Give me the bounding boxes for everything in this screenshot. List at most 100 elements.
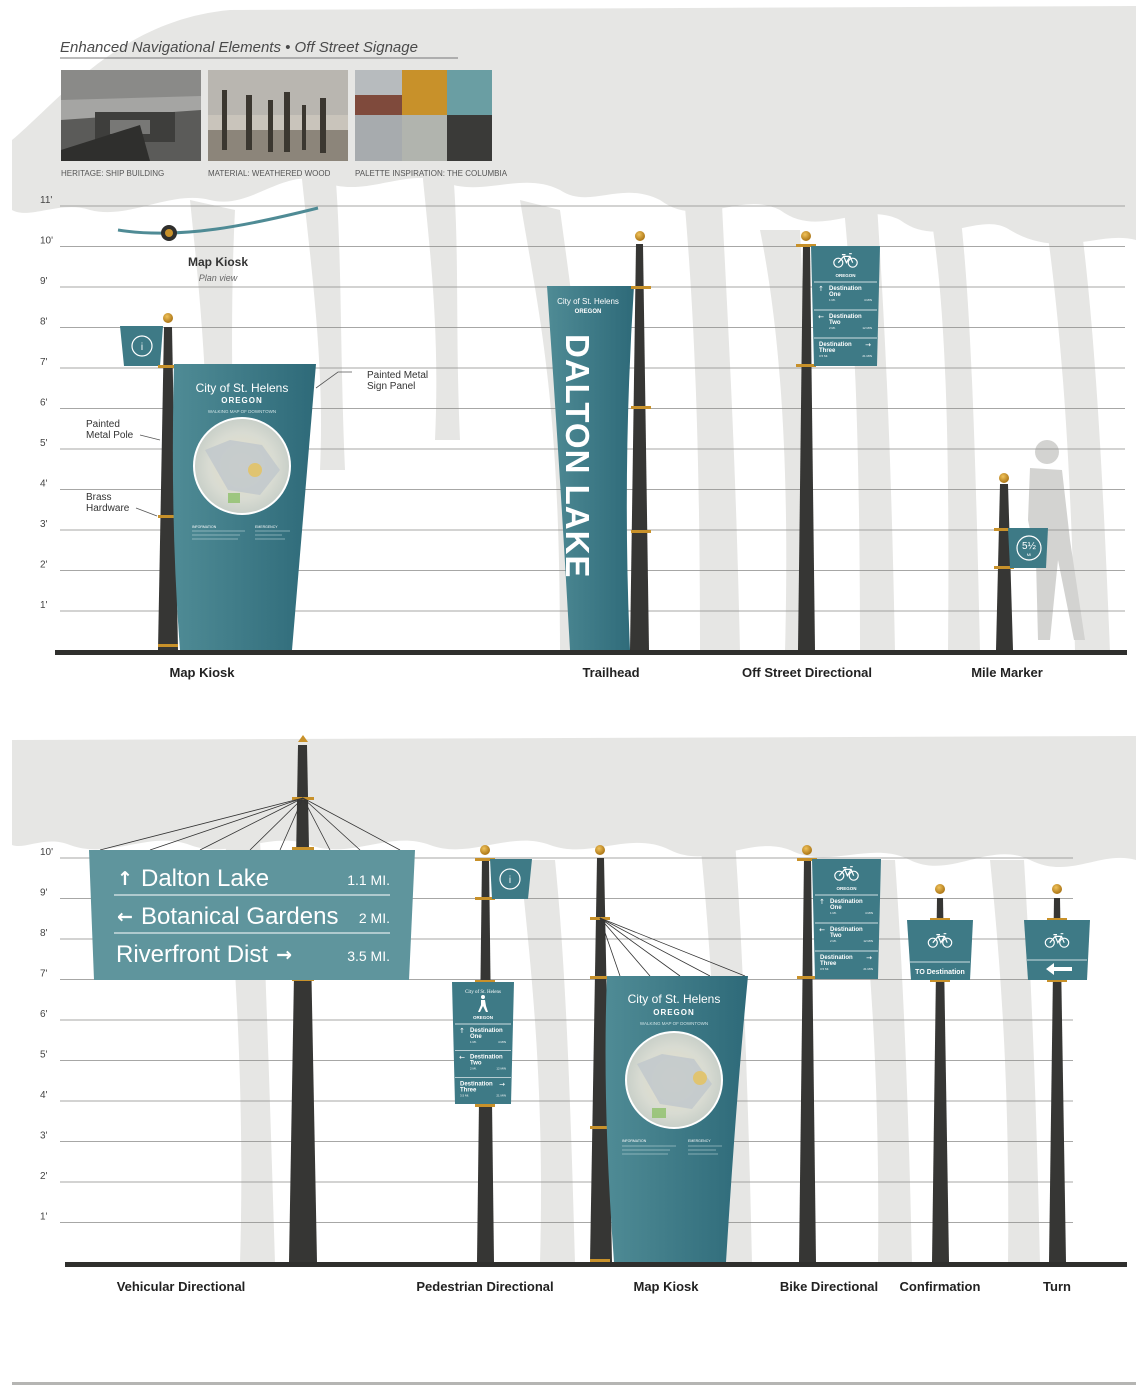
destination-name: Destination xyxy=(830,899,863,905)
destination-time: 21 MIN xyxy=(496,1093,506,1097)
brass-bracket xyxy=(475,980,495,983)
vehicular-arrow-icon: → xyxy=(276,944,292,966)
label-turn: Turn xyxy=(1043,1279,1071,1294)
scale-label: 5' xyxy=(40,438,48,449)
trailhead-pole xyxy=(630,244,649,650)
destination-name: One xyxy=(829,292,841,298)
palette-swatches xyxy=(402,70,492,161)
kiosk-info-heading: INFORMATION xyxy=(192,525,217,529)
destination-name: Two xyxy=(829,320,841,326)
trailhead-sign: City of St. Helens OREGON DALTON LAKE xyxy=(547,231,651,650)
kiosk-city: City of St. Helens xyxy=(196,381,289,395)
brass-bracket xyxy=(590,976,610,979)
mile-marker-value: 5½ xyxy=(1022,541,1037,552)
info-flag xyxy=(490,859,532,899)
direction-arrow-icon: ↑ xyxy=(818,285,824,293)
bottom-panel xyxy=(12,736,1136,1263)
trailhead-state: OREGON xyxy=(575,309,602,315)
bicycle-icon xyxy=(834,866,859,881)
brass-finial xyxy=(801,231,811,241)
inspiration-weathered-wood-photo xyxy=(208,70,348,161)
callout-leader-pole xyxy=(139,434,161,441)
ground-line-top xyxy=(55,650,1127,655)
labels-top: Map Kiosk Trailhead Off Street Direction… xyxy=(169,665,1042,680)
brass-bracket xyxy=(158,365,178,368)
scale-label: 8' xyxy=(40,317,48,328)
brass-finial xyxy=(163,313,173,323)
confirmation-sign: TO Destination xyxy=(907,884,973,1262)
swatch-teal xyxy=(447,70,492,115)
callout-panel-2: Sign Panel xyxy=(367,381,415,392)
brass-finial xyxy=(935,884,945,894)
brass-bracket xyxy=(158,515,178,518)
info-icon xyxy=(131,335,153,357)
scale-label: 11' xyxy=(40,195,52,206)
kiosk-state: OREGON xyxy=(653,1008,695,1017)
brass-finial xyxy=(480,845,490,855)
scale-label: 4' xyxy=(40,1090,48,1101)
destination-name: One xyxy=(470,1034,482,1040)
brass-bracket xyxy=(475,1104,495,1107)
brass-bracket xyxy=(475,858,495,861)
vehicular-panel xyxy=(89,850,415,980)
destination-distance: 3.5 MI. xyxy=(819,354,828,358)
direction-arrow-icon: ← xyxy=(818,313,824,321)
scale-label: 4' xyxy=(40,479,48,490)
destination-name: Destination xyxy=(829,286,862,292)
left-arrow-icon xyxy=(1046,963,1072,975)
brass-bracket xyxy=(631,286,651,289)
scale-label: 7' xyxy=(40,357,48,368)
destination-name: Destination xyxy=(829,314,862,320)
confirmation-pole xyxy=(932,898,949,1262)
label-map-kiosk-bottom: Map Kiosk xyxy=(633,1279,699,1294)
directional-pole xyxy=(798,244,815,650)
direction-arrow-icon: ↑ xyxy=(819,898,825,906)
pedestrian-directional: i City of St. HelensOREGON↑DestinationOn… xyxy=(452,845,532,1262)
destination-time: 4 MIN xyxy=(865,911,873,915)
direction-arrow-icon: → xyxy=(866,954,872,962)
callouts: Painted Metal Sign Panel Painted Metal P… xyxy=(86,370,428,517)
destination-name: Destination xyxy=(470,1055,503,1061)
mile-marker-badge xyxy=(1016,535,1042,561)
brass-bracket xyxy=(930,979,950,982)
plan-hardware-icon xyxy=(165,229,173,237)
info-flag xyxy=(120,326,163,366)
kiosk-map-title: WALKING MAP OF DOWNTOWN xyxy=(208,409,276,414)
scale-label: 2' xyxy=(40,560,48,571)
label-confirmation: Confirmation xyxy=(900,1279,981,1294)
scale-label: 9' xyxy=(40,888,48,899)
mile-marker-panel xyxy=(1008,528,1048,568)
kiosk-map-park xyxy=(228,493,240,503)
kiosk-map-streets xyxy=(205,440,280,495)
map-kiosk-bottom: City of St. Helens OREGON WALKING MAP OF… xyxy=(590,845,748,1262)
label-off-street-directional: Off Street Directional xyxy=(742,665,872,680)
destination-time: 21 MIN xyxy=(862,354,872,358)
brass-bracket xyxy=(797,858,817,861)
kiosk-text-lines xyxy=(192,530,290,540)
directional-state: OREGON xyxy=(473,1015,493,1020)
scale-label: 6' xyxy=(40,398,48,409)
label-mile-marker: Mile Marker xyxy=(971,665,1043,680)
destination-name: Three xyxy=(820,961,837,967)
direction-arrow-icon: → xyxy=(865,341,871,349)
pedestrian-icon xyxy=(478,995,488,1012)
destination-name: Destination xyxy=(470,1028,503,1034)
brass-bracket xyxy=(631,530,651,533)
map-kiosk-top: i City of St. Helens OREGON WALKING MAP … xyxy=(120,313,316,650)
brass-bracket xyxy=(590,1126,610,1129)
vehicular-destination: Botanical Gardens xyxy=(141,903,338,930)
swatch-gray xyxy=(402,115,447,161)
destination-time: 12 MIN xyxy=(863,939,873,943)
turn-panel xyxy=(1024,920,1090,980)
swatch-charcoal xyxy=(447,115,492,161)
label-bike-directional: Bike Directional xyxy=(780,1279,878,1294)
label-map-kiosk: Map Kiosk xyxy=(169,665,235,680)
destination-name: Three xyxy=(819,348,836,354)
turn-sign xyxy=(1024,884,1090,1262)
destination-name: Two xyxy=(470,1061,482,1067)
bicycle-icon xyxy=(927,933,953,948)
scale-label: 7' xyxy=(40,969,48,980)
